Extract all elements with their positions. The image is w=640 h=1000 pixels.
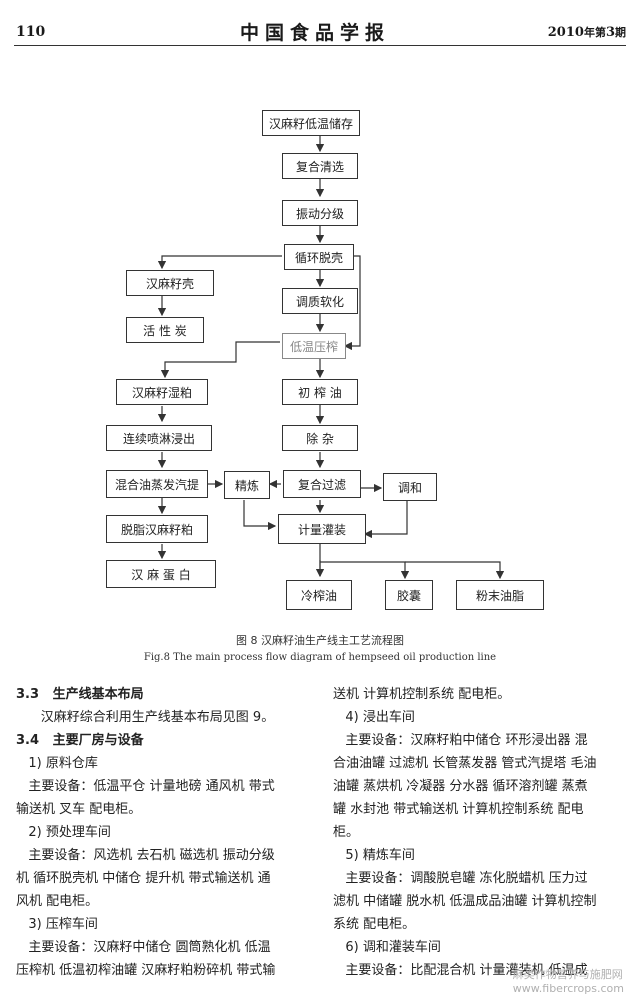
text-line: 主要设备：汉麻籽中储仓 圆筒熟化机 低温 [16,940,271,955]
text-line: 风机 配电柜。 [16,894,99,909]
text-line: 系统 配电柜。 [333,917,416,932]
node-powder: 粉末油脂 [456,580,544,610]
node-grading: 振动分级 [282,200,358,226]
node-storage: 汉麻籽低温储存 [262,110,360,136]
text-line: 汉麻籽综合利用生产线基本布局见图 9。 [16,710,275,725]
node-dehull: 循环脱壳 [284,244,354,270]
node-refine: 精炼 [224,471,270,499]
text-line: 送机 计算机控制系统 配电柜。 [333,687,511,702]
watermark-line1: 麻类作物营养与施肥网 [512,968,623,981]
issue-label: 2010年第3期 [548,24,626,40]
section-heading: 3.3 生产线基本布局 [16,687,144,702]
node-cleaning: 复合清选 [282,153,358,179]
node-filter: 复合过滤 [283,470,361,498]
body-column-left: 3.3 生产线基本布局 汉麻籽综合利用生产线基本布局见图 9。 3.4 主要厂房与… [16,683,316,982]
text-line: 主要设备：调酸脱皂罐 冻化脱蜡机 压力过 [333,871,588,886]
text-line: 6) 调和灌装车间 [333,940,441,955]
text-line: 主要设备：风选机 去石机 磁选机 振动分级 [16,848,275,863]
watermark-line2: www.fibercrops.com [512,982,624,995]
text-line: 机 循环脱壳机 中储仓 提升机 带式输送机 通 [16,871,271,886]
node-carbon: 活 性 炭 [126,317,204,343]
issue-number: 3 [605,25,615,40]
text-line: 2) 预处理车间 [16,825,111,840]
text-line: 罐 水封池 带式输送机 计算机控制系统 配电 [333,802,584,817]
text-line: 主要设备：汉麻籽粕中储仓 环形浸出器 混 [333,733,588,748]
node-impurity: 除 杂 [282,425,358,451]
flowchart-connectors [157,136,505,580]
node-wet-meal: 汉麻籽湿粕 [116,379,208,405]
text-line: 4) 浸出车间 [333,710,415,725]
text-line: 主要设备：比配混合机 计量灌装机 低温成 [333,963,588,978]
node-evaporation: 混合油蒸发汽提 [106,470,208,498]
journal-title: 中国食品学报 [240,22,391,44]
page-number: 110 [16,24,46,40]
node-extraction: 连续喷淋浸出 [106,425,212,451]
issue-year: 2010 [547,25,584,40]
node-filling: 计量灌装 [278,514,366,544]
issue-end: 期 [615,26,626,39]
watermark: 麻类作物营养与施肥网 www.fibercrops.com [513,968,624,996]
node-protein: 汉 麻 蛋 白 [106,560,216,588]
header-rule [14,45,626,46]
figure-caption-en: Fig.8 The main process flow diagram of h… [143,652,497,663]
section-heading: 3.4 主要厂房与设备 [16,733,144,748]
text-line: 输送机 叉车 配电柜。 [16,802,142,817]
node-blend: 调和 [383,473,437,501]
text-line: 3) 压榨车间 [16,917,98,932]
node-press: 低温压榨 [282,333,346,359]
text-line: 滤机 中储罐 脱水机 低温成品油罐 计算机控制 [333,894,597,909]
text-line: 5) 精炼车间 [333,848,415,863]
text-line: 1) 原料仓库 [16,756,98,771]
issue-mid: 年第 [583,26,606,39]
text-line: 主要设备：低温平仓 计量地磅 通风机 带式 [16,779,275,794]
text-line: 合油油罐 过滤机 长管蒸发器 管式汽提塔 毛油 [333,756,597,771]
text-line: 压榨机 低温初榨油罐 汉麻籽粕粉碎机 带式输 [16,963,276,978]
text-line: 柜。 [333,825,360,840]
figure-caption-zh: 图 8 汉麻籽油生产线主工艺流程图 [236,634,404,647]
node-crude-oil: 初 榨 油 [282,379,358,405]
node-defat-meal: 脱脂汉麻籽粕 [106,515,208,543]
node-cold-oil: 冷榨油 [286,580,352,610]
body-column-right: 送机 计算机控制系统 配电柜。 4) 浸出车间 主要设备：汉麻籽粕中储仓 环形浸… [333,683,633,982]
node-capsule: 胶囊 [385,580,433,610]
node-hull: 汉麻籽壳 [126,270,214,296]
text-line: 油罐 蒸烘机 冷凝器 分水器 循环溶剂罐 蒸煮 [333,779,588,794]
node-conditioning: 调质软化 [282,288,358,314]
